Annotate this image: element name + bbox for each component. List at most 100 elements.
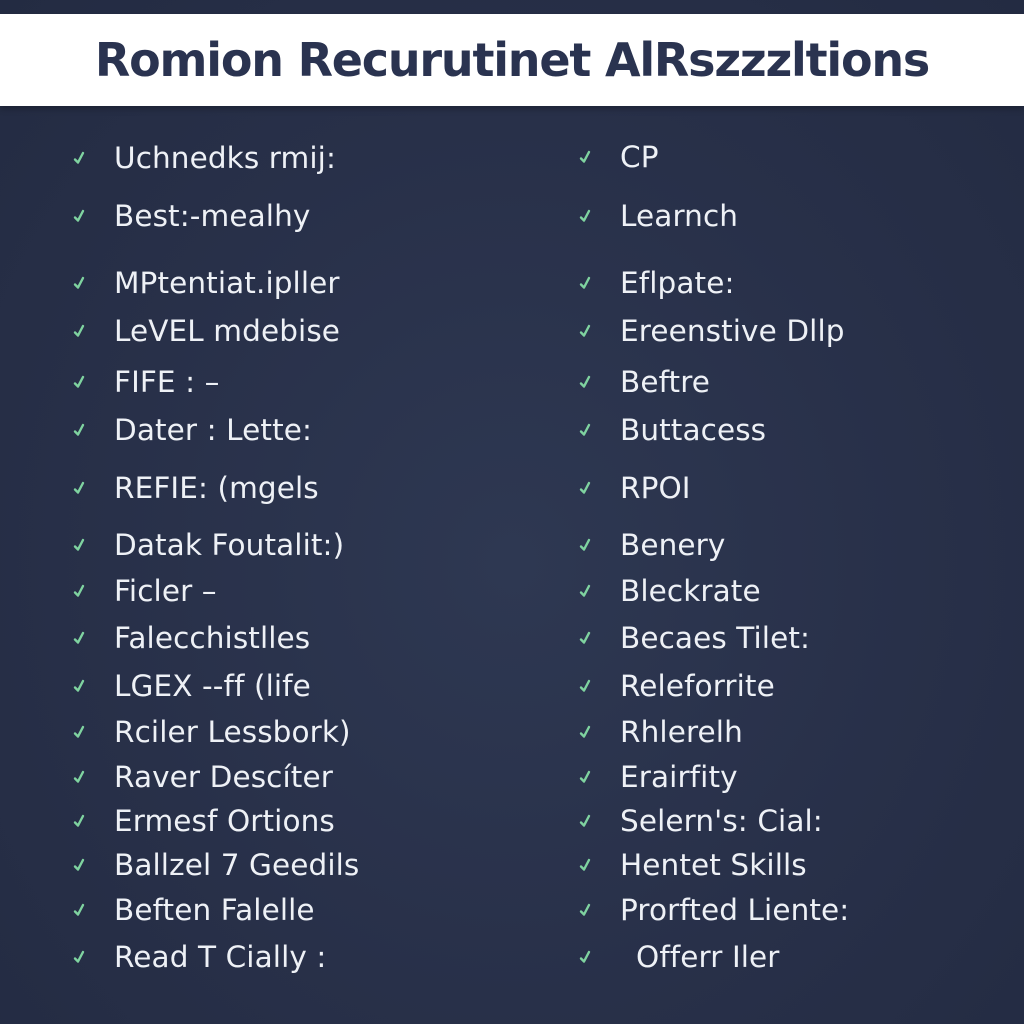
check-icon bbox=[578, 149, 592, 165]
list-item: Ballzel 7 Geedils bbox=[72, 845, 359, 885]
list-item: Hentet Skills bbox=[578, 845, 807, 885]
list-item: Ereenstive Dllp bbox=[578, 311, 845, 351]
check-icon bbox=[72, 630, 86, 646]
list-item-label: Ereenstive Dllp bbox=[620, 314, 845, 348]
list-item: Eflpate: bbox=[578, 263, 734, 303]
check-icon bbox=[72, 813, 86, 829]
check-icon bbox=[578, 374, 592, 390]
list-item-label: LGEX --ff (life bbox=[114, 669, 311, 703]
list-item-label: Rciler Lessbork) bbox=[114, 715, 351, 749]
check-icon bbox=[72, 422, 86, 438]
list-item: Selern's: Cial: bbox=[578, 801, 823, 841]
list-item-label: Beften Falelle bbox=[114, 893, 315, 927]
check-icon bbox=[72, 275, 86, 291]
list-item: Buttacess bbox=[578, 410, 766, 450]
list-item: Learnch bbox=[578, 196, 738, 236]
check-icon bbox=[578, 857, 592, 873]
check-icon bbox=[578, 630, 592, 646]
list-item: Benery bbox=[578, 525, 725, 565]
list-item: Rhlerelh bbox=[578, 712, 743, 752]
check-icon bbox=[72, 150, 86, 166]
list-item: LGEX --ff (life bbox=[72, 666, 311, 706]
list-item: Beftre bbox=[578, 362, 710, 402]
list-item-label: Raver Descíter bbox=[114, 760, 333, 794]
list-item-label: Ficler – bbox=[114, 574, 217, 608]
list-item-label: Bleckrate bbox=[620, 574, 761, 608]
check-icon bbox=[72, 857, 86, 873]
list-item: Ficler – bbox=[72, 571, 217, 611]
list-item-label: Ermesf Ortions bbox=[114, 804, 335, 838]
list-item-label: Hentet Skills bbox=[620, 848, 807, 882]
list-item-label: Erairfity bbox=[620, 760, 738, 794]
check-icon bbox=[578, 537, 592, 553]
check-icon bbox=[72, 678, 86, 694]
list-item: Datak Foutalit:) bbox=[72, 525, 344, 565]
list-item: Read T Cially : bbox=[72, 937, 326, 977]
list-item-label: FIFE : – bbox=[114, 365, 220, 399]
list-item: RPOI bbox=[578, 468, 691, 508]
check-icon bbox=[578, 949, 592, 965]
list-item: Offerr Iler bbox=[578, 937, 780, 977]
list-item-label: Buttacess bbox=[620, 413, 767, 447]
list-item: Erairfity bbox=[578, 757, 738, 797]
check-icon bbox=[72, 949, 86, 965]
list-item-label: RPOI bbox=[620, 471, 691, 505]
list-item-label: Dater : Lette: bbox=[114, 413, 313, 447]
list-item-label: Read T Cially : bbox=[114, 940, 327, 974]
check-icon bbox=[578, 813, 592, 829]
check-icon bbox=[72, 583, 86, 599]
check-icon bbox=[72, 323, 86, 339]
list-item: MPtentiat.ipller bbox=[72, 263, 340, 303]
check-icon bbox=[72, 208, 86, 224]
list-item: Rciler Lessbork) bbox=[72, 712, 351, 752]
list-item: CP bbox=[578, 137, 659, 177]
list-item: Ermesf Ortions bbox=[72, 801, 335, 841]
list-item: Prorfted Liente: bbox=[578, 890, 849, 930]
list-item-label: Falecchistlles bbox=[114, 621, 311, 655]
list-item: Dater : Lette: bbox=[72, 410, 312, 450]
list-item-label: LeVEL mdebise bbox=[114, 314, 341, 348]
list-item: Releforrite bbox=[578, 666, 775, 706]
list-item-label: Releforrite bbox=[620, 669, 775, 703]
page-title: Romion Recurutinet AlRszzzltions bbox=[94, 33, 930, 87]
list-item-label: Beftre bbox=[620, 365, 711, 399]
list-item: REFIE: (mgels bbox=[72, 468, 319, 508]
list-item-label: MPtentiat.ipller bbox=[114, 266, 340, 300]
list-item: Falecchistlles bbox=[72, 618, 310, 658]
list-item-label: Datak Foutalit:) bbox=[114, 528, 345, 562]
list-item-label: Offerr Iler bbox=[636, 940, 780, 974]
check-icon bbox=[72, 537, 86, 553]
list-item: Bleckrate bbox=[578, 571, 761, 611]
list-item-label: REFIE: (mgels bbox=[114, 471, 319, 505]
list-item: Best:-mealhy bbox=[72, 196, 310, 236]
list-item-label: Ballzel 7 Geedils bbox=[114, 848, 360, 882]
check-icon bbox=[578, 769, 592, 785]
list-item: Beften Falelle bbox=[72, 890, 315, 930]
list-item-label: Rhlerelh bbox=[620, 715, 743, 749]
list-item-label: Best:-mealhy bbox=[114, 199, 311, 233]
check-icon bbox=[578, 583, 592, 599]
list-item: LeVEL mdebise bbox=[72, 311, 340, 351]
check-icon bbox=[578, 208, 592, 224]
check-icon bbox=[72, 902, 86, 918]
check-icon bbox=[578, 724, 592, 740]
list-item-label: Benery bbox=[620, 528, 726, 562]
check-icon bbox=[578, 480, 592, 496]
check-icon bbox=[72, 374, 86, 390]
check-icon bbox=[72, 724, 86, 740]
list-item-label: CP bbox=[620, 140, 659, 174]
check-icon bbox=[72, 480, 86, 496]
list-item-label: Prorfted Liente: bbox=[620, 893, 850, 927]
check-icon bbox=[578, 422, 592, 438]
list-item-label: Learnch bbox=[620, 199, 739, 233]
title-banner: Romion Recurutinet AlRszzzltions bbox=[0, 14, 1024, 106]
check-icon bbox=[578, 275, 592, 291]
list-item-label: Selern's: Cial: bbox=[620, 804, 823, 838]
check-icon bbox=[578, 678, 592, 694]
list-item: Raver Descíter bbox=[72, 757, 333, 797]
list-item: FIFE : – bbox=[72, 362, 220, 402]
list-item-label: Uchnedks rmij: bbox=[114, 141, 336, 175]
list-item: Uchnedks rmij: bbox=[72, 138, 336, 178]
check-icon bbox=[578, 902, 592, 918]
